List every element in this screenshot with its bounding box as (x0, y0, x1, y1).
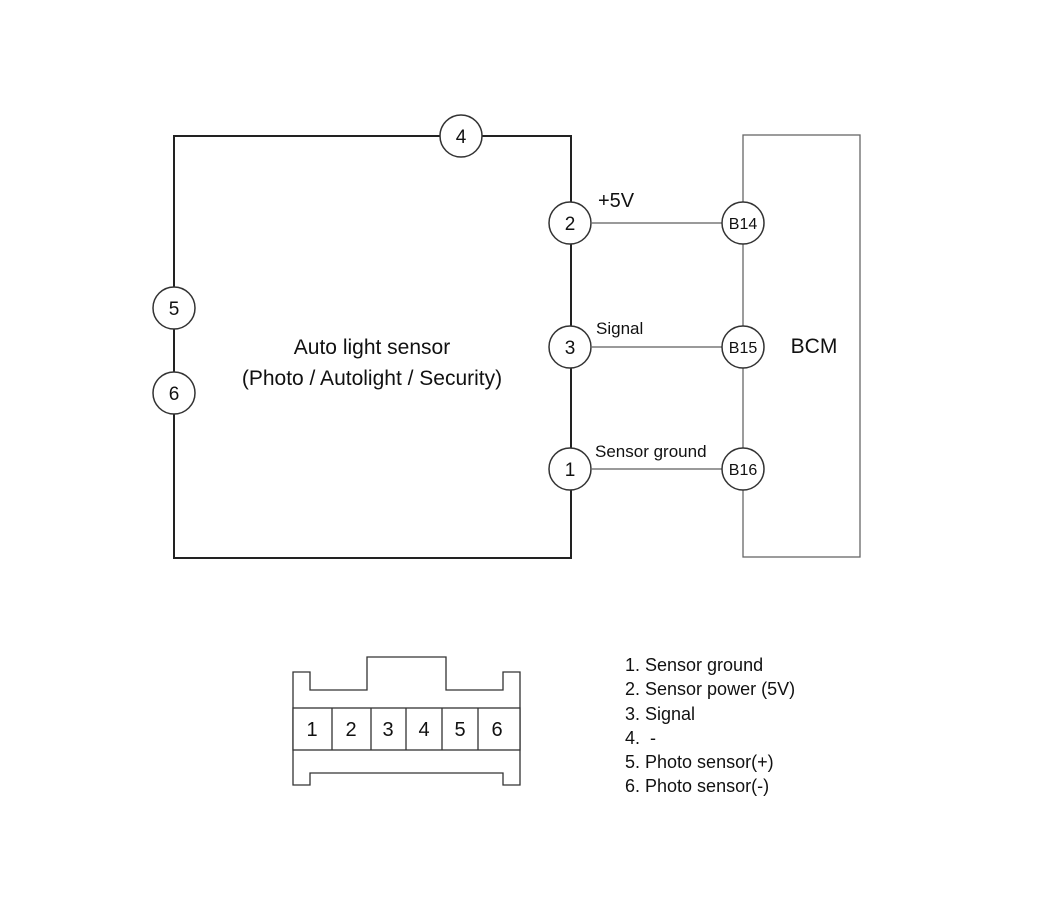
wire-ground-label: Sensor ground (595, 442, 707, 461)
sensor-pin-2: 2 (548, 201, 592, 245)
connector-cell-3: 3 (382, 719, 393, 741)
connector-cell-2: 2 (345, 719, 356, 741)
sensor-pin-6: 6 (152, 371, 196, 415)
legend-item-6: 6. Photo sensor(-) (625, 776, 769, 796)
connector-cell-4: 4 (418, 719, 429, 741)
bcm-pin-b16-label: B16 (729, 462, 758, 479)
bcm-title: BCM (791, 335, 838, 358)
sensor-pin-5: 5 (152, 286, 196, 330)
legend-item-2: 2. Sensor power (5V) (625, 679, 795, 699)
sensor-pin-1-label: 1 (565, 460, 576, 481)
sensor-pin-3: 3 (548, 325, 592, 369)
sensor-pin-4-label: 4 (456, 127, 467, 148)
sensor-subtitle: (Photo / Autolight / Security) (242, 367, 502, 390)
wire-power-label: +5V (598, 190, 635, 212)
bcm-pin-b16: B16 (721, 447, 765, 491)
legend-item-3: 3. Signal (625, 704, 695, 724)
sensor-title: Auto light sensor (294, 336, 450, 359)
connector-face: 1 2 3 4 5 6 (292, 656, 521, 786)
legend-item-5: 5. Photo sensor(+) (625, 752, 774, 772)
legend-item-4: 4. - (625, 728, 656, 748)
sensor-pin-3-label: 3 (565, 338, 576, 359)
sensor-pin-4: 4 (439, 114, 483, 158)
bcm-pin-b14-label: B14 (729, 216, 758, 233)
sensor-block-outline (173, 135, 572, 559)
pin-legend: 1. Sensor ground 2. Sensor power (5V) 3.… (625, 655, 795, 796)
bcm-pin-b14: B14 (721, 201, 765, 245)
sensor-pin-2-label: 2 (565, 214, 576, 235)
sensor-pin-1: 1 (548, 447, 592, 491)
bcm-pin-b15: B15 (721, 325, 765, 369)
wire-signal-label: Signal (596, 319, 643, 338)
connector-cell-6: 6 (491, 719, 502, 741)
connector-cell-5: 5 (454, 719, 465, 741)
sensor-pin-6-label: 6 (169, 384, 180, 405)
legend-item-1: 1. Sensor ground (625, 655, 763, 675)
bcm-pin-b15-label: B15 (729, 340, 758, 357)
connector-cell-1: 1 (306, 719, 317, 741)
sensor-pin-5-label: 5 (169, 299, 180, 320)
